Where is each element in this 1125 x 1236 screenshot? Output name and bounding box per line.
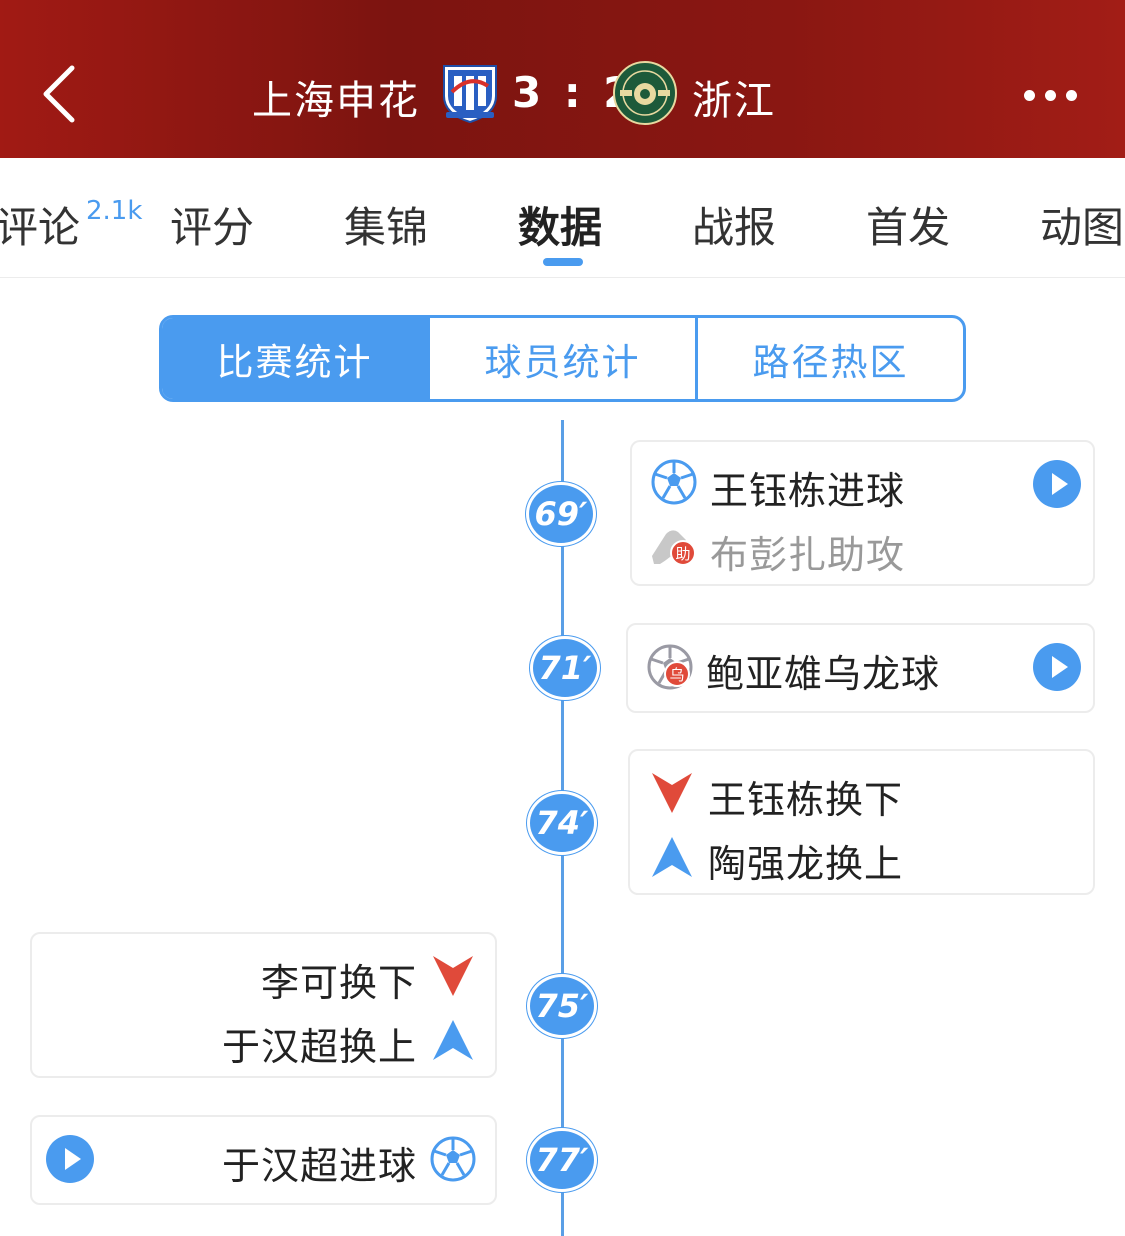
active-tab-indicator: [543, 258, 583, 266]
tab-lineup[interactable]: 首发: [866, 203, 951, 252]
sub-in-text: 陶强龙换上: [708, 842, 904, 886]
more-options-button[interactable]: [1010, 70, 1090, 120]
sub-in-arrow-icon: [652, 837, 692, 877]
sub-out-text: 李可换下: [260, 961, 417, 1005]
event-card-goal[interactable]: 于汉超进球: [30, 1115, 497, 1205]
football-icon: [651, 459, 697, 505]
dot-icon: [1044, 89, 1056, 101]
chevron-left-icon: [43, 65, 75, 123]
sub-in-text: 于汉超换上: [221, 1025, 417, 1069]
segment-heatmap[interactable]: 路径热区: [695, 318, 963, 399]
sub-out-text: 王钰栋换下: [708, 778, 904, 822]
back-button[interactable]: [30, 50, 100, 140]
zhejiang-crest-icon[interactable]: [612, 60, 678, 126]
football-icon: [430, 1136, 476, 1182]
event-card-goal[interactable]: 王钰栋进球 助 布彭扎助攻: [630, 440, 1095, 586]
dot-icon: [1023, 89, 1035, 101]
sub-out-arrow-icon: [433, 956, 473, 996]
tab-ratings[interactable]: 评分: [170, 203, 255, 252]
event-primary-text: 王钰栋进球: [710, 469, 906, 513]
tab-highlights[interactable]: 集锦: [344, 203, 429, 252]
tab-comments[interactable]: 评论: [0, 203, 81, 252]
dot-icon: [1065, 89, 1077, 101]
play-video-icon[interactable]: [46, 1135, 94, 1183]
event-minute: 77′: [527, 1128, 597, 1192]
event-minute: 75′: [527, 974, 597, 1038]
assist-badge: 助: [670, 540, 696, 566]
event-secondary-text: 布彭扎助攻: [710, 533, 906, 577]
sub-in-arrow-icon: [433, 1020, 473, 1060]
away-team-name[interactable]: 浙江: [692, 78, 776, 124]
event-card-substitution[interactable]: 李可换下 于汉超换上: [30, 932, 497, 1078]
tab-gifs[interactable]: 动图: [1040, 203, 1125, 252]
play-video-icon[interactable]: [1033, 460, 1081, 508]
comment-count-badge: 2.1k: [86, 196, 143, 226]
home-team-name[interactable]: 上海申花: [252, 78, 420, 124]
sub-out-arrow-icon: [652, 773, 692, 813]
event-primary-text: 于汉超进球: [221, 1144, 417, 1188]
event-minute: 74′: [527, 791, 597, 855]
boot-icon: [652, 530, 686, 564]
event-card-own-goal[interactable]: 乌 鲍亚雄乌龙球: [626, 623, 1095, 713]
match-tabs: 评论 2.1k 评分 集锦 数据 战报 首发 动图: [0, 158, 1125, 278]
event-minute: 69′: [526, 482, 596, 546]
play-video-icon[interactable]: [1033, 643, 1081, 691]
event-primary-text: 鲍亚雄乌龙球: [706, 652, 941, 696]
segment-match-stats[interactable]: 比赛统计: [162, 318, 427, 399]
match-score: 3 : 2: [512, 68, 637, 117]
segment-player-stats[interactable]: 球员统计: [427, 318, 695, 399]
event-minute: 71′: [530, 636, 600, 700]
tab-stats[interactable]: 数据: [518, 203, 603, 252]
tab-report[interactable]: 战报: [692, 203, 777, 252]
stats-segmented-control: 比赛统计 球员统计 路径热区: [159, 315, 966, 402]
event-card-substitution[interactable]: 王钰栋换下 陶强龙换上: [628, 749, 1095, 895]
match-header: 上海申花 3 : 2 浙江: [0, 0, 1125, 158]
own-goal-badge: 乌: [664, 661, 690, 687]
shenhua-crest-icon[interactable]: [440, 62, 500, 124]
